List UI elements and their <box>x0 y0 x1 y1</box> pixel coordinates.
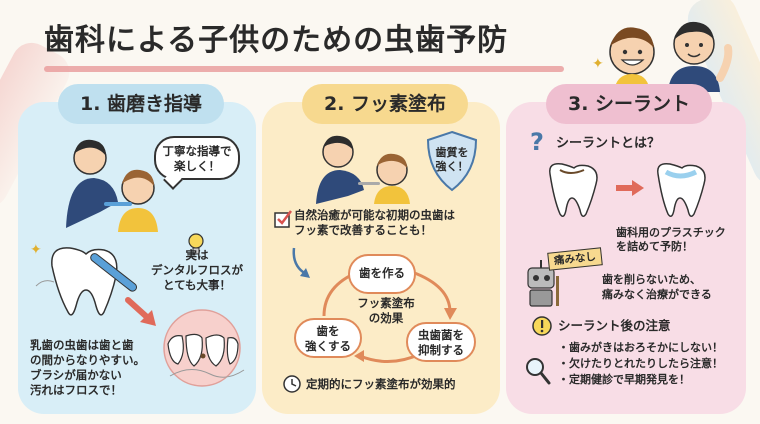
early-caries-note: 自然治癒が可能な初期の虫歯は フッ素で改善することも！ <box>294 208 455 238</box>
caution-item-1: ・歯みがきはおろそかにしない！ <box>558 341 723 354</box>
floss-tip-text: 実は デンタルフロスが とても大事！ <box>142 248 252 293</box>
svg-text:✦: ✦ <box>592 56 604 72</box>
tooth-with-toothbrush-illustration: ✦ <box>30 242 138 316</box>
caution-item-2: ・欠けたりとれたりしたら注意！ <box>558 357 723 370</box>
no-drilling-note: 歯を削らないため、 痛みなく治療ができる <box>602 272 712 302</box>
cycle-right-line-2: 抑制する <box>418 343 464 357</box>
cycle-node-strengthen-teeth: 歯を 強くする <box>294 318 362 358</box>
curved-arrow-icon <box>292 247 310 278</box>
dentist-brushing-child-illustration <box>66 139 158 232</box>
shield-text: 歯質を 強く！ <box>424 146 480 174</box>
cycle-center-line-2: の効果 <box>368 311 404 325</box>
cycle-left-line-2: 強くする <box>305 339 351 353</box>
checkbox-checked-icon <box>274 210 292 228</box>
speech-bubble-guidance: 丁寧な指導で 楽しく！ <box>154 136 240 180</box>
arrow-down-right-icon <box>125 297 156 326</box>
lightbulb-icon <box>188 233 204 255</box>
shield-line-1: 歯質を <box>435 146 469 159</box>
cycle-center-label: フッ素塗布 の効果 <box>346 296 426 326</box>
note-line-4: 汚れはフロスで！ <box>30 383 122 397</box>
caution-list: ・歯みがきはおろそかにしない！ ・欠けたりとれたりしたら注意！ ・定期健診で早期… <box>558 340 723 388</box>
sealant-description: 歯科用のプラスチック を詰めて予防！ <box>616 226 726 254</box>
child-and-dentist-illustration: ✦ <box>592 21 733 92</box>
check-line-2: フッ素で改善することも！ <box>294 223 432 237</box>
note-line-3: ブラシが届かない <box>30 368 122 382</box>
warning-icon <box>532 316 552 336</box>
magnifier-icon <box>526 358 551 385</box>
clock-icon <box>283 375 301 393</box>
tip-line-1: 実は <box>185 248 209 262</box>
tip-line-3: とても大事！ <box>162 278 232 292</box>
page-title: 歯科による子供のための虫歯予防 <box>44 23 509 58</box>
teeth-closeup-illustration <box>163 309 245 387</box>
shield-icon <box>426 130 478 192</box>
panel-sealant <box>506 102 746 414</box>
svg-text:✦: ✦ <box>30 242 42 258</box>
fluoride-footer: 定期的にフッ素塗布が効果的 <box>306 377 456 391</box>
check-line-1: 自然治癒が可能な初期の虫歯は <box>294 208 455 222</box>
desc-line-2: を詰めて予防！ <box>616 240 693 253</box>
title-underline <box>44 66 564 72</box>
desc-line-1: 歯科用のプラスチック <box>616 226 726 239</box>
tooth-before-after-illustration <box>549 162 706 217</box>
cycle-node-suppress-bacteria: 虫歯菌を 抑制する <box>406 322 476 362</box>
cycle-left-line-1: 歯を <box>316 324 340 338</box>
cycle-center-line-1: フッ素塗布 <box>357 296 415 310</box>
robot-line-1: 歯を削らないため、 <box>602 273 701 286</box>
sealant-question: シーラントとは？ <box>556 136 661 151</box>
panel-heading-brushing: 1. 歯磨き指導 <box>58 84 224 124</box>
caution-title: シーラント後の注意 <box>558 318 671 333</box>
note-line-1: 乳歯の虫歯は歯と歯 <box>30 338 134 352</box>
bubble-line-2: 楽しく！ <box>174 159 220 173</box>
panel-heading-sealant: 3. シーラント <box>546 84 712 124</box>
shield-line-2: 強く！ <box>435 160 469 173</box>
panel-heading-fluoride: 2. フッ素塗布 <box>302 84 468 124</box>
cycle-node-build-teeth: 歯を作る <box>348 254 416 294</box>
caution-item-3: ・定期健診で早期発見を！ <box>558 373 690 386</box>
dentist-applying-fluoride-illustration <box>316 135 410 204</box>
robot-line-2: 痛みなく治療ができる <box>602 288 712 301</box>
robot-illustration <box>527 260 559 307</box>
question-mark-icon: ? <box>530 128 544 156</box>
note-line-2: の間からなりやすい。 <box>30 353 145 367</box>
bubble-line-1: 丁寧な指導で <box>162 144 232 158</box>
tip-line-2: デンタルフロスが <box>151 263 243 277</box>
cycle-right-line-1: 虫歯菌を <box>418 328 464 342</box>
baby-teeth-note: 乳歯の虫歯は歯と歯 の間からなりやすい。 ブラシが届かない 汚れはフロスで！ <box>30 338 145 398</box>
